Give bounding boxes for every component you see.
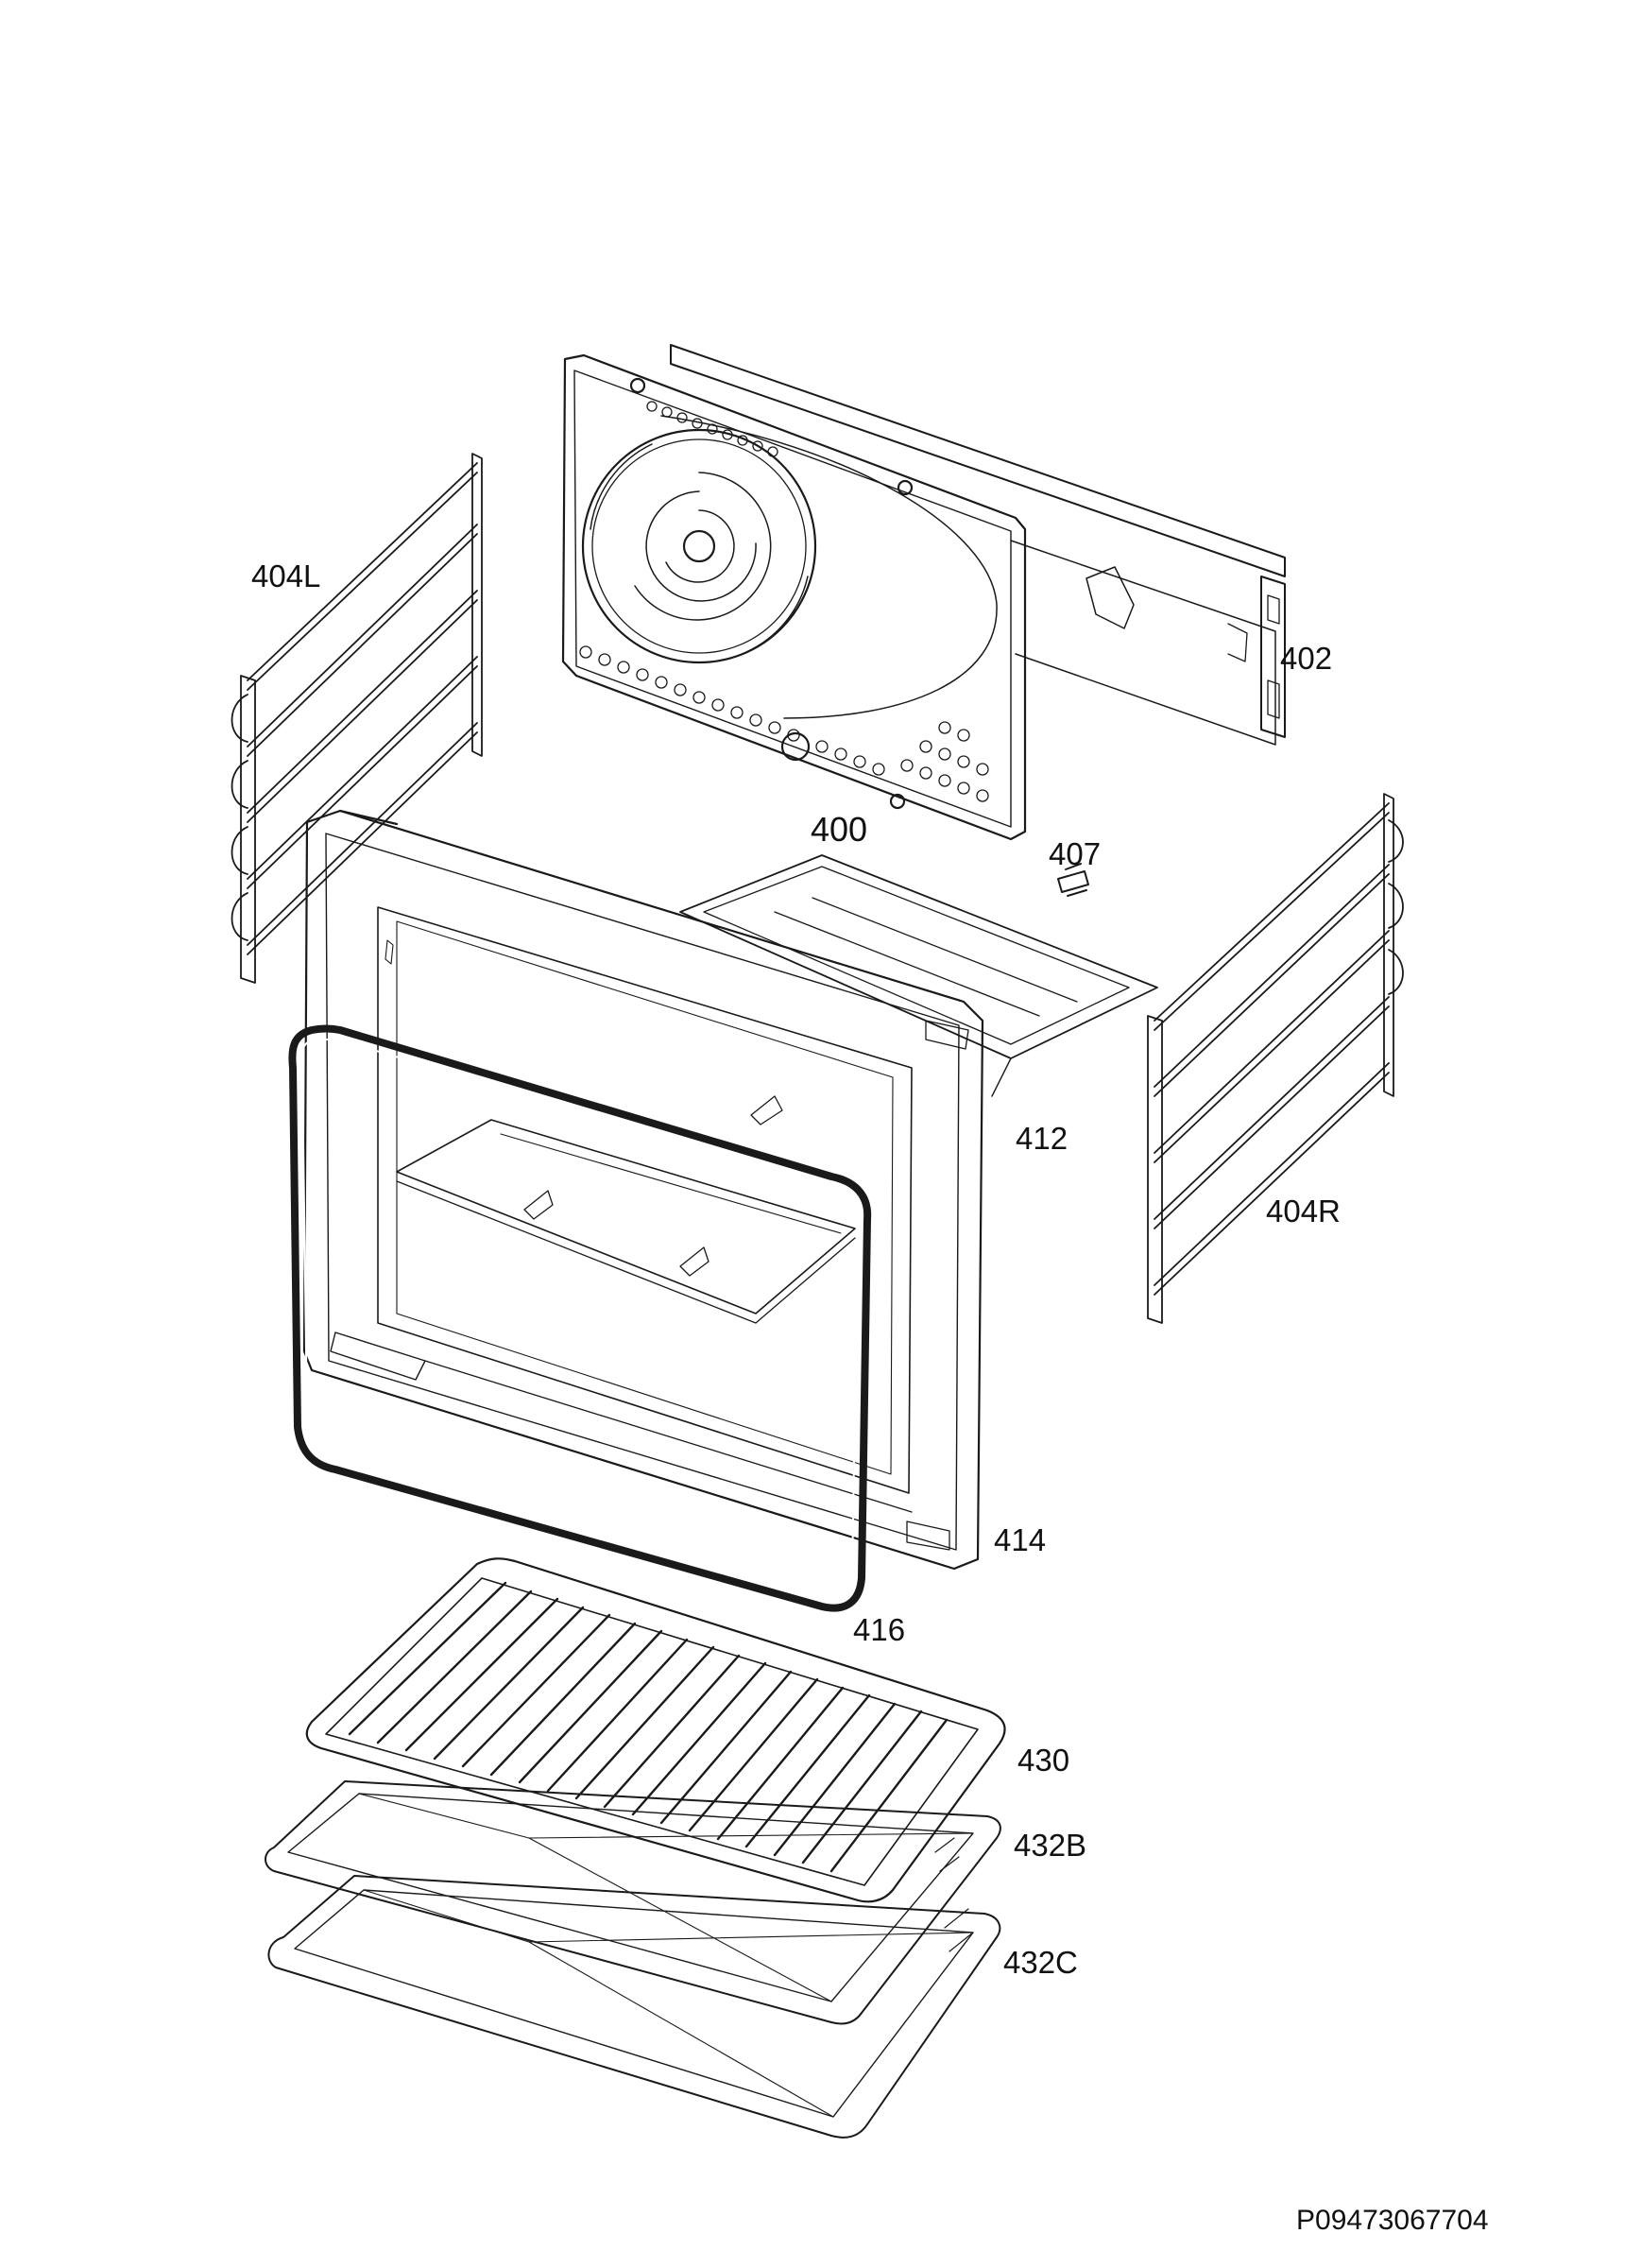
part-407-clip [1057,863,1089,897]
label-407: 407 [1049,836,1102,871]
label-400: 400 [811,810,868,849]
part-404R-right-runner [1147,793,1404,1324]
part-432B-tray [265,1780,1001,2025]
part-412-bottom-plate [679,854,1158,1097]
part-414-oven-cavity [302,809,984,1571]
label-414: 414 [994,1522,1047,1557]
label-402: 402 [1280,641,1333,676]
part-430-wire-rack [305,1557,1006,1903]
label-432B: 432B [1014,1828,1087,1863]
label-404L: 404L [251,558,321,593]
part-432C-tray [267,1875,1001,2139]
document-code: P09473067704 [1296,2205,1489,2236]
part-400-fan-cover [561,353,1027,841]
label-416: 416 [853,1612,906,1647]
label-432C: 432C [1003,1945,1078,1980]
label-412: 412 [1016,1121,1068,1156]
part-404L-left-runner [231,453,483,984]
label-430: 430 [1017,1743,1070,1778]
label-404R: 404R [1266,1194,1341,1228]
part-402-back-rail [670,344,1286,746]
part-416-door-seal [288,1024,872,1612]
